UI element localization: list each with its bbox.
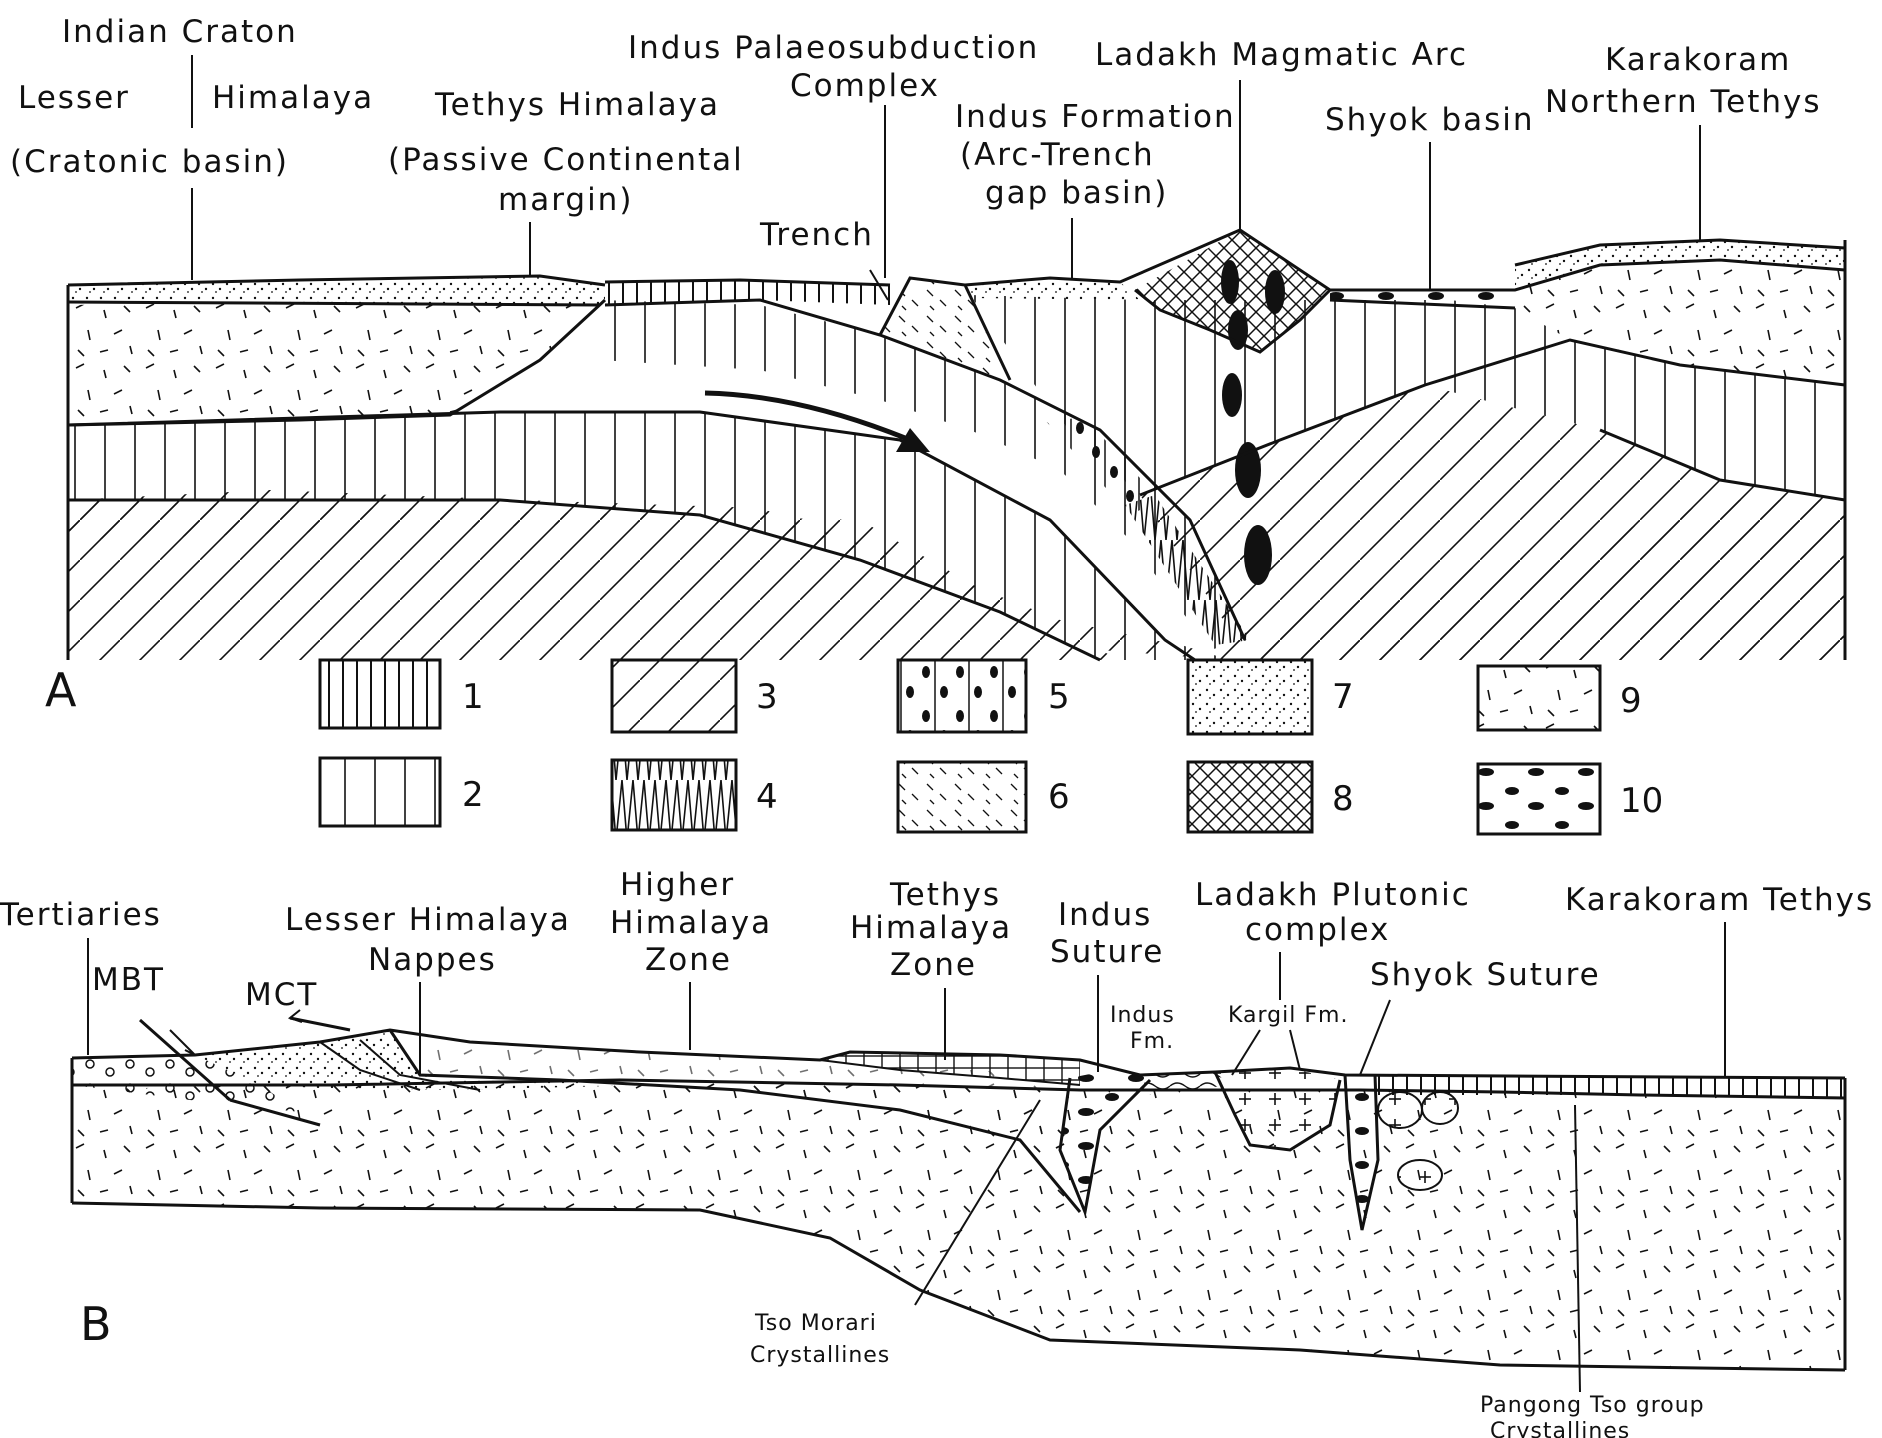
- label-higher-1: Higher: [620, 867, 735, 903]
- legend-item-2: 2: [318, 756, 484, 828]
- label-passive-margin-1: (Passive Continental: [388, 142, 744, 178]
- legend-item-6: 6: [896, 760, 1070, 834]
- label-shyok-suture: Shyok Suture: [1370, 957, 1601, 993]
- plate-motion-arrowhead: [896, 428, 930, 452]
- svg-text:8: 8: [1332, 779, 1354, 819]
- label-lesser: Lesser: [18, 80, 130, 116]
- karakoram-stipple-cover: [1515, 240, 1845, 290]
- palaeosubduction-dash-wedge: [880, 278, 1010, 380]
- label-indus-fm-1: Indus: [1110, 1003, 1175, 1028]
- label-ladakh-arc: Ladakh Magmatic Arc: [1095, 37, 1468, 73]
- label-indus-fm-2: Fm.: [1130, 1029, 1174, 1054]
- label-tertiaries: Tertiaries: [0, 897, 162, 933]
- vertical-dots-zone: [1045, 418, 1160, 515]
- label-pangong-2: Crystallines: [1490, 1419, 1630, 1438]
- lesser-himalaya-nappes: [195, 1030, 650, 1090]
- label-karakoram-tethys: Karakoram Tethys: [1565, 882, 1874, 918]
- legend-item-9: 9: [1476, 664, 1642, 732]
- label-cratonic-basin: (Cratonic basin): [10, 144, 289, 180]
- svg-text:9: 9: [1620, 681, 1642, 721]
- legend-item-5: 5: [896, 658, 1070, 734]
- pluton-body: [1221, 260, 1239, 304]
- legend-item-8: 8: [1186, 760, 1354, 834]
- svg-text:10: 10: [1620, 781, 1663, 821]
- label-karakoram: Karakoram: [1605, 42, 1791, 78]
- label-kargil-fm: Kargil Fm.: [1228, 1003, 1348, 1028]
- panel-b-letter: B: [80, 1297, 112, 1351]
- legend-item-1: 1: [318, 658, 484, 730]
- label-himalaya: Himalaya: [212, 80, 374, 116]
- label-ladakh-plutonic-2: complex: [1245, 912, 1390, 948]
- label-mct: MCT: [245, 977, 318, 1013]
- label-tso-morari-2: Crystallines: [750, 1343, 890, 1368]
- panel-a-labels: Indian Craton Lesser Himalaya (Cratonic …: [10, 14, 1822, 717]
- shyok-basin-blobs: [1330, 290, 1515, 308]
- label-arc-trench-2: gap basin): [985, 175, 1168, 211]
- svg-text:1: 1: [462, 677, 484, 717]
- panel-b-section: [70, 1009, 1847, 1372]
- panel-a-letter: A: [45, 663, 77, 717]
- label-tethys-3: Zone: [890, 947, 977, 983]
- label-palaeosubduction-1: Indus Palaeosubduction: [628, 30, 1039, 66]
- label-indian-craton: Indian Craton: [62, 14, 298, 50]
- small-pluton: [1397, 1159, 1443, 1191]
- arc-diagonal-wedge: [1140, 385, 1845, 660]
- label-arc-trench-1: (Arc-Trench: [960, 137, 1155, 173]
- label-indus-formation: Indus Formation: [955, 99, 1236, 135]
- svg-text:4: 4: [756, 777, 778, 817]
- label-nappes: Nappes: [368, 942, 497, 978]
- arc-vertical-crust: [970, 295, 1845, 500]
- label-mbt: MBT: [92, 962, 165, 998]
- svg-text:5: 5: [1048, 677, 1070, 717]
- legend-item-4: 4: [610, 758, 778, 832]
- higher-himalaya-unit: [390, 1030, 1080, 1212]
- label-palaeosubduction-2: Complex: [790, 68, 940, 104]
- label-tethys-1: Tethys: [889, 877, 1001, 913]
- label-tethys-himalaya: Tethys Himalaya: [434, 87, 720, 123]
- legend: 1 2 3 4 5 6 7 8: [318, 658, 1663, 836]
- svg-text:2: 2: [462, 775, 484, 815]
- pluton-body: [1222, 373, 1242, 417]
- svg-text:3: 3: [756, 677, 778, 717]
- pluton-body: [1265, 270, 1285, 314]
- dense-vertical-band: [605, 280, 890, 305]
- label-northern-tethys: Northern Tethys: [1545, 84, 1822, 120]
- small-pluton: [1377, 1091, 1423, 1129]
- svg-text:6: 6: [1048, 777, 1070, 817]
- label-lesser-himalaya: Lesser Himalaya: [285, 902, 571, 938]
- indus-formation-stipple: [970, 278, 1140, 300]
- small-pluton: [1421, 1091, 1459, 1125]
- label-pangong-1: Pangong Tso group: [1480, 1393, 1705, 1418]
- legend-item-3: 3: [610, 658, 778, 734]
- indian-crust-band: [68, 412, 1230, 660]
- cratonic-random-dash-unit: [68, 300, 600, 425]
- plate-motion-arrow: [704, 390, 911, 443]
- label-tethys-2: Himalaya: [850, 910, 1012, 946]
- pluton-body: [1244, 525, 1272, 585]
- label-higher-2: Himalaya: [610, 905, 772, 941]
- indus-suture-zone: [1060, 1072, 1150, 1212]
- basement-random-dash-unit: [72, 1080, 1845, 1370]
- label-ladakh-plutonic-1: Ladakh Plutonic: [1195, 877, 1471, 913]
- label-passive-margin-2: margin): [498, 182, 633, 218]
- karakoram-random-dash-unit: [1515, 260, 1845, 385]
- label-trench: Trench: [759, 217, 874, 253]
- legend-item-10: 10: [1476, 762, 1663, 836]
- label-tso-morari-1: Tso Morari: [754, 1311, 877, 1336]
- svg-text:7: 7: [1332, 677, 1354, 717]
- label-shyok-basin: Shyok basin: [1325, 102, 1535, 138]
- tethys-himalaya-unit: [820, 1052, 1080, 1085]
- legend-item-7: 7: [1186, 658, 1354, 736]
- label-indus-suture-1: Indus: [1058, 897, 1152, 933]
- label-higher-3: Zone: [645, 942, 732, 978]
- label-indus-suture-2: Suture: [1050, 934, 1164, 970]
- panel-a-section: [66, 228, 1847, 662]
- panel-b-labels: Tertiaries MBT MCT Lesser Himalaya Nappe…: [0, 867, 1874, 1438]
